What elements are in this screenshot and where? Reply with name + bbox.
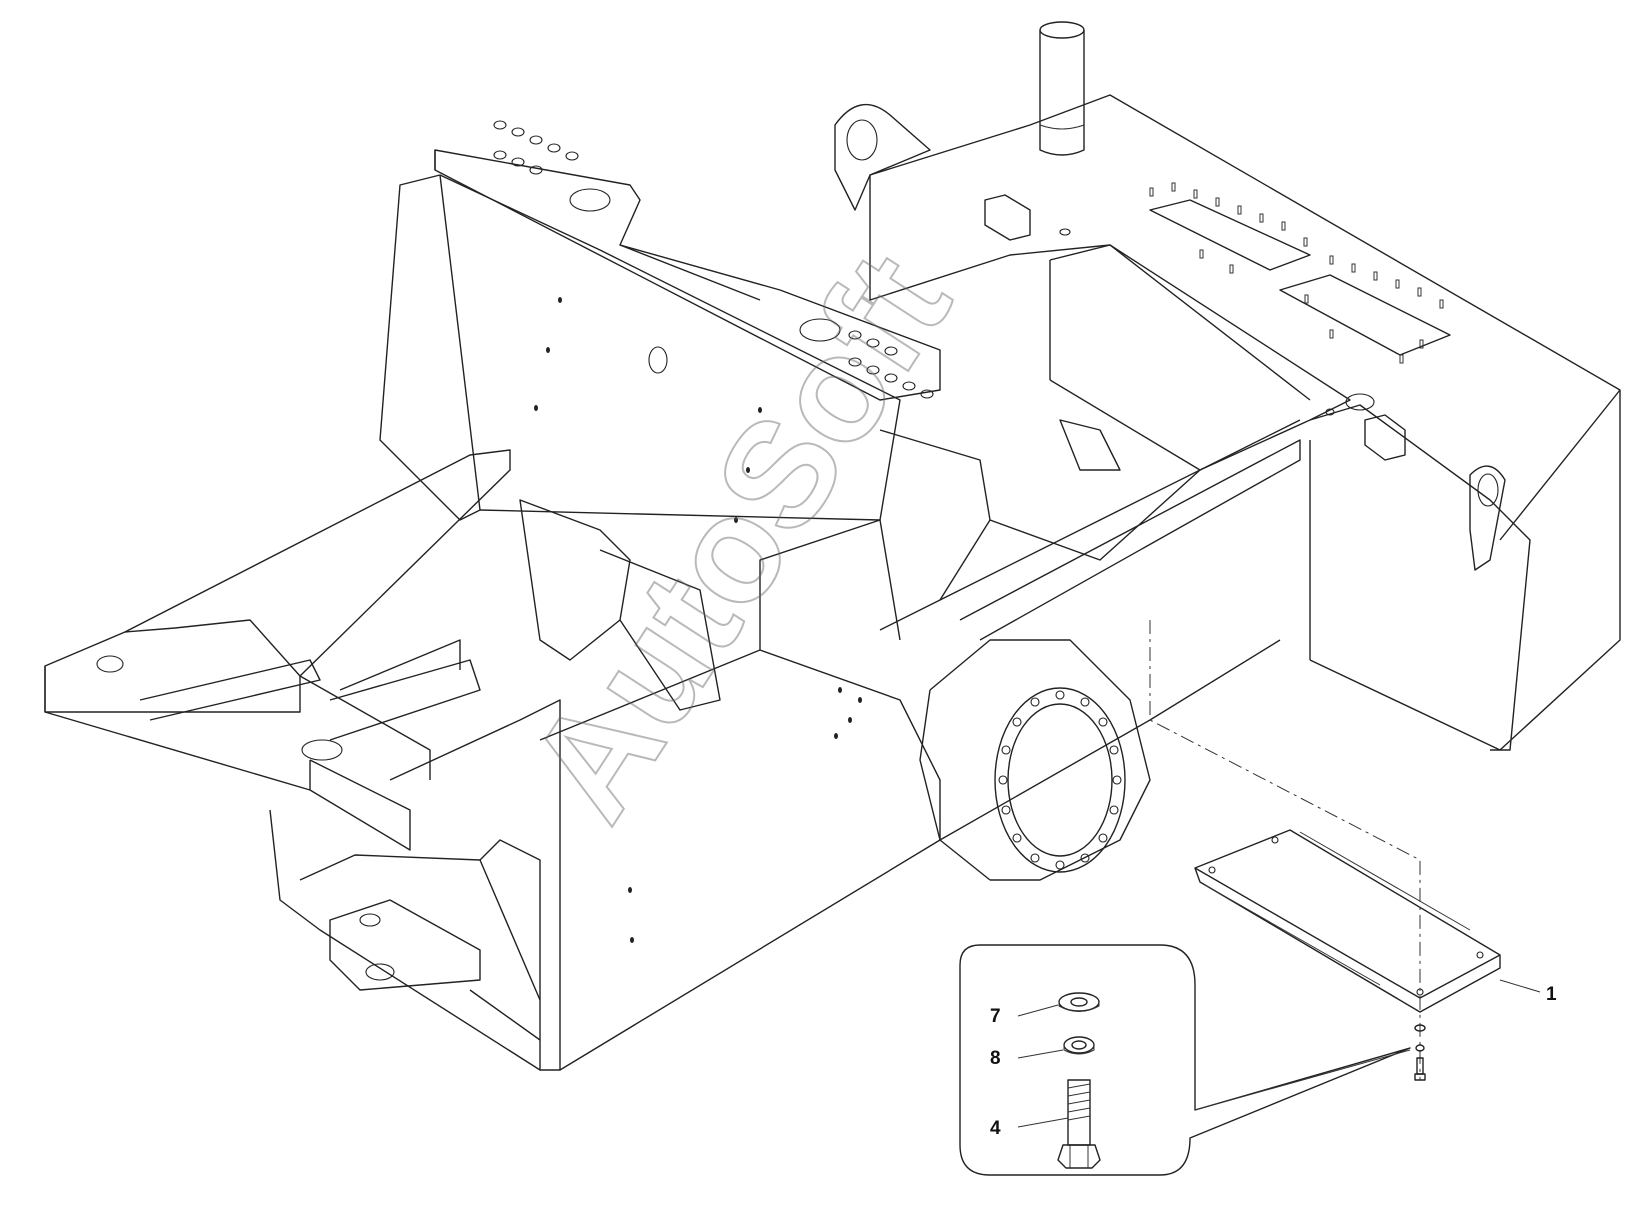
body-holes xyxy=(534,297,862,943)
cover-studs xyxy=(1149,182,1444,364)
top-plate-holes xyxy=(493,120,934,399)
callout-4: 4 xyxy=(990,1118,1001,1139)
slewing-ring-housing xyxy=(919,639,1151,881)
detail-bubble xyxy=(959,944,1411,1176)
callout-1: 1 xyxy=(1546,984,1557,1005)
watermark-text: AutoSoft xyxy=(496,225,982,847)
front-frame-assembly xyxy=(44,449,561,1071)
callout-8: 8 xyxy=(990,1048,1001,1069)
cover-plate-part-1 xyxy=(1149,620,1501,1080)
callout-7: 7 xyxy=(990,1006,1001,1027)
center-upright-plate xyxy=(379,120,941,711)
rear-tank-body xyxy=(834,21,1621,751)
leader-lines xyxy=(1017,979,1541,1128)
hardware-stack xyxy=(1414,1024,1426,1081)
ring-bolt-holes xyxy=(998,690,1122,870)
